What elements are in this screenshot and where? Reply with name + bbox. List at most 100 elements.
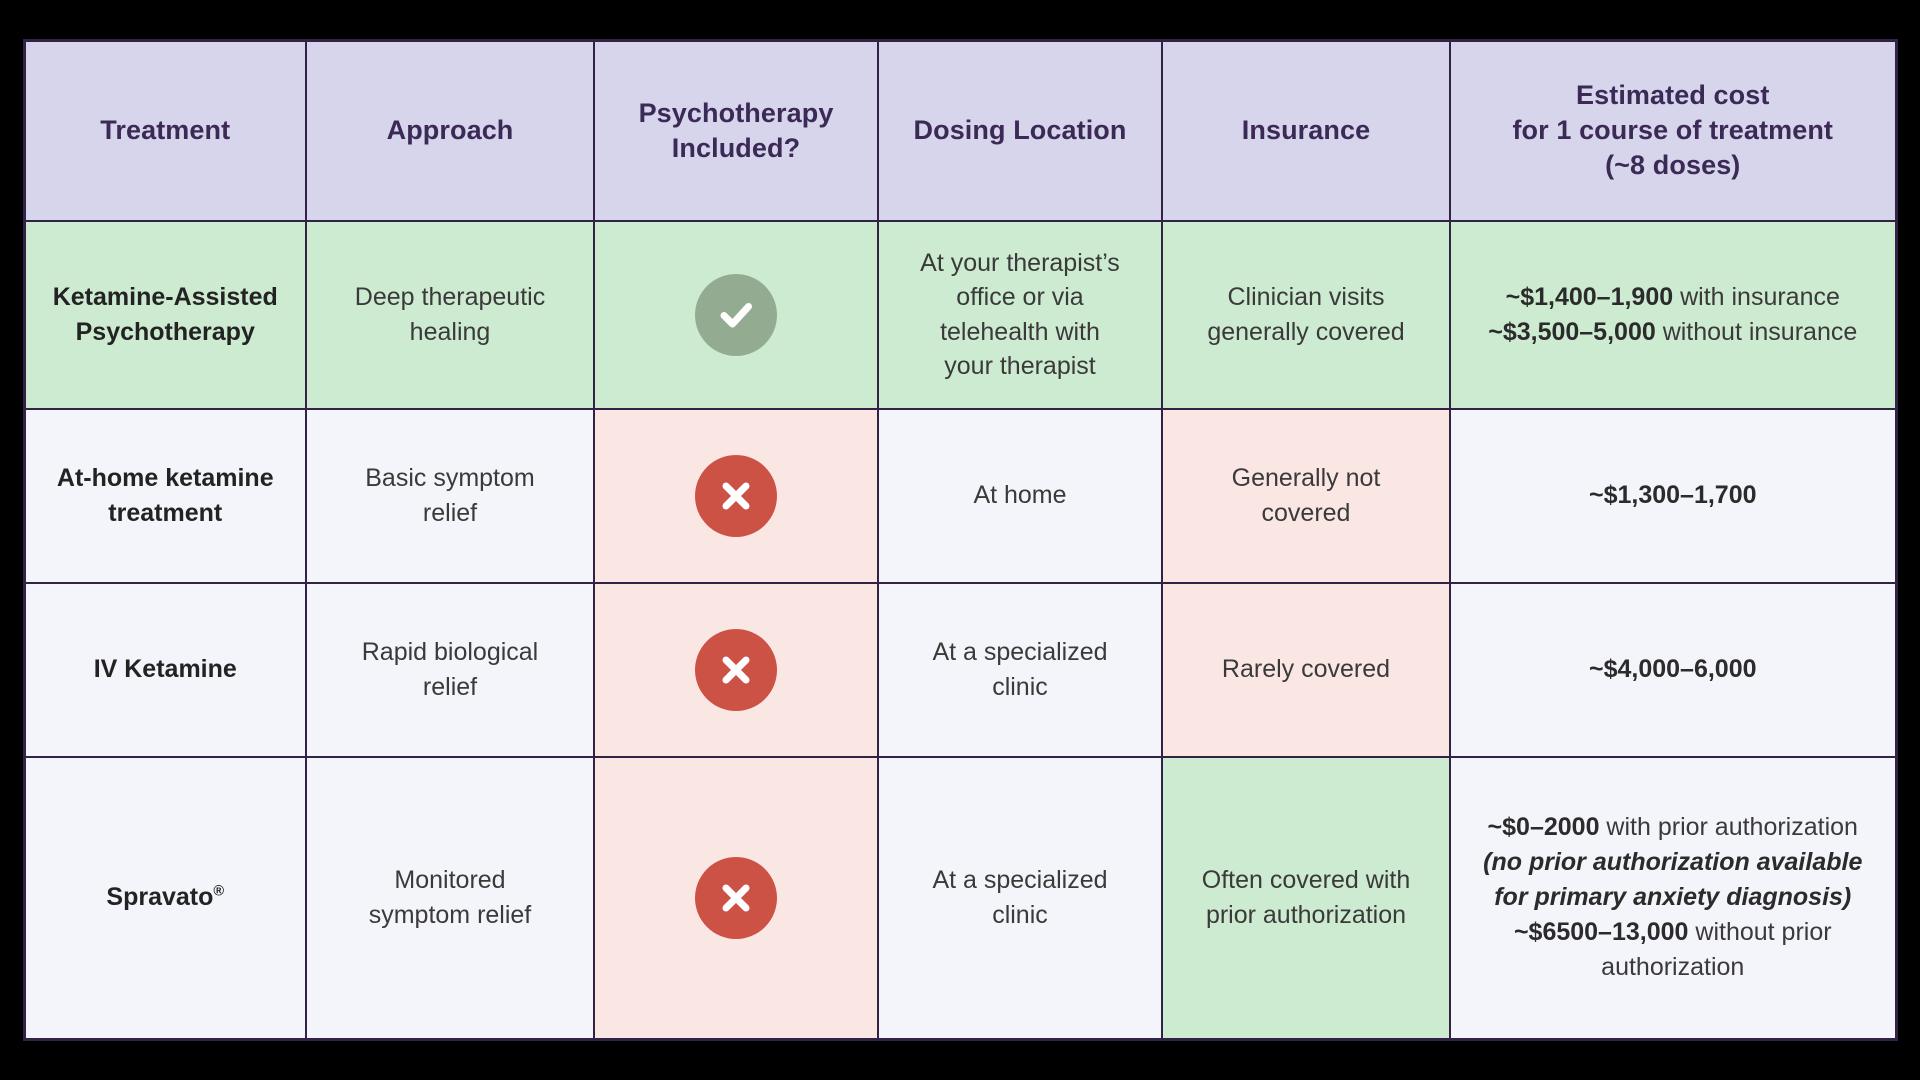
cell-approach: Basic symptom relief	[305, 407, 595, 584]
cost-segment: ~$1,400–1,900	[1505, 282, 1674, 311]
cell-dosing-location: At a specialized clinic	[877, 755, 1163, 1041]
cell-treatment-name: At-home ketamine treatment	[23, 407, 307, 584]
cell-line: At your therapist’s	[920, 248, 1120, 277]
cell-line: Ketamine-Assisted	[52, 282, 278, 311]
cell-line: office or via	[956, 283, 1084, 311]
cell-insurance-text: Often covered with prior authorization	[1181, 863, 1431, 932]
cell-insurance: Clinician visits generally covered	[1161, 219, 1451, 410]
cost-segment: ~$3,500–5,000	[1488, 317, 1656, 346]
column-header-psychotherapy-included: Psychotherapy Included?	[593, 39, 879, 222]
cell-estimated-cost: ~$4,000–6,000	[1449, 581, 1897, 758]
cell-line: At a specialized	[932, 866, 1108, 895]
cell-insurance-text: Rarely covered	[1181, 652, 1431, 687]
registered-trademark-icon: ®	[213, 883, 225, 900]
cell-insurance-text: Clinician visits generally covered	[1181, 280, 1431, 349]
cell-approach-text: Rapid biological relief	[325, 635, 575, 704]
cell-line: prior authorization	[1205, 900, 1407, 929]
cell-line: Often covered with	[1201, 866, 1411, 895]
cell-treatment-name-text: IV Ketamine	[44, 652, 288, 687]
column-header-estimated-cost: Estimated cost for 1 course of treatment…	[1449, 39, 1897, 222]
cell-line: Spravato®	[106, 883, 225, 912]
cross-circle-icon	[695, 454, 777, 537]
cell-line: relief	[422, 672, 478, 701]
cost-segment: with insurance	[1673, 282, 1840, 311]
header-line: for 1 course of treatment	[1512, 115, 1834, 146]
cost-segment: ~$4,000–6,000	[1588, 655, 1757, 683]
cell-line: At-home ketamine	[56, 463, 274, 492]
cell-approach-text: Basic symptom relief	[325, 461, 575, 530]
cost-segment: without prior authorization	[1601, 918, 1832, 982]
cell-psychotherapy-included	[593, 581, 879, 758]
cross-circle-icon	[695, 856, 777, 939]
header-line: Psychotherapy	[638, 97, 834, 128]
cost-segment: with prior authorization	[1599, 813, 1858, 842]
cell-line: relief	[422, 498, 478, 527]
cell-dosing-location: At home	[877, 407, 1163, 584]
cell-line: Basic symptom	[365, 464, 535, 492]
cell-line: generally covered	[1207, 317, 1405, 346]
cell-estimated-cost: ~$1,400–1,900 with insurance ~$3,500–5,00…	[1449, 219, 1897, 410]
cell-line: healing	[409, 317, 491, 346]
cell-line: Clinician visits	[1227, 283, 1385, 311]
cost-segment: without insurance	[1655, 317, 1858, 346]
cell-dosing-location: At a specialized clinic	[877, 581, 1163, 758]
cost-segment: ~$6500–13,000	[1513, 918, 1689, 947]
check-circle-icon	[695, 273, 777, 356]
cell-psychotherapy-included	[593, 219, 879, 410]
cell-dosing-location: At your therapist’s office or via teleheal…	[877, 219, 1163, 410]
cell-dosing-location-text: At a specialized clinic	[897, 863, 1143, 932]
cell-estimated-cost: ~$1,300–1,700	[1449, 407, 1897, 584]
cost-segment: ~$1,300–1,700	[1588, 481, 1757, 509]
header-line: Treatment	[100, 115, 231, 146]
header-line: Approach	[386, 115, 514, 146]
cell-dosing-location-text: At a specialized clinic	[897, 635, 1143, 704]
cell-insurance: Often covered with prior authorization	[1161, 755, 1451, 1041]
cell-line: treatment	[108, 498, 223, 527]
header-line: Included?	[671, 132, 801, 163]
table-row: At-home ketamine treatment Basic symptom re…	[23, 407, 1897, 584]
header-line: Estimated cost	[1576, 80, 1770, 111]
cell-line: IV Ketamine	[93, 655, 237, 683]
cost-segment: ~$0–2000	[1487, 813, 1600, 842]
table-header: Treatment Approach Psychotherapy Include…	[23, 39, 1897, 222]
cell-line: Rapid biological	[361, 638, 539, 666]
cell-dosing-location-text: At your therapist’s office or via teleheal…	[897, 246, 1143, 384]
cell-treatment-name: IV Ketamine	[23, 581, 307, 758]
cell-line: At home	[973, 481, 1067, 510]
header-line: (~8 doses)	[1605, 150, 1741, 181]
cell-line: clinic	[992, 900, 1048, 929]
cell-line: Rarely covered	[1221, 655, 1391, 684]
cell-line: Generally not	[1231, 464, 1381, 492]
column-header-insurance: Insurance	[1161, 39, 1451, 222]
cell-psychotherapy-included	[593, 407, 879, 584]
cell-line: telehealth with	[940, 317, 1100, 346]
cell-treatment-name-text: At-home ketamine treatment	[44, 461, 288, 531]
cell-insurance: Rarely covered	[1161, 581, 1451, 758]
cell-line: clinic	[992, 672, 1048, 701]
header-line: Insurance	[1241, 115, 1371, 146]
cell-approach: Rapid biological relief	[305, 581, 595, 758]
cell-line: Psychotherapy	[75, 317, 255, 346]
treatment-comparison-table: Treatment Approach Psychotherapy Include…	[22, 39, 1898, 1041]
cell-line: At a specialized	[932, 638, 1108, 666]
cell-dosing-location-text: At home	[897, 478, 1143, 513]
header-row: Treatment Approach Psychotherapy Include…	[23, 39, 1897, 222]
column-header-approach: Approach	[305, 39, 595, 222]
cell-psychotherapy-included	[593, 755, 879, 1041]
cell-line: symptom relief	[368, 900, 532, 929]
header-line: Dosing Location	[913, 115, 1127, 146]
cell-estimated-cost: ~$0–2000 with prior authorization (no pr…	[1449, 755, 1897, 1041]
cell-line: your therapist	[944, 352, 1096, 380]
